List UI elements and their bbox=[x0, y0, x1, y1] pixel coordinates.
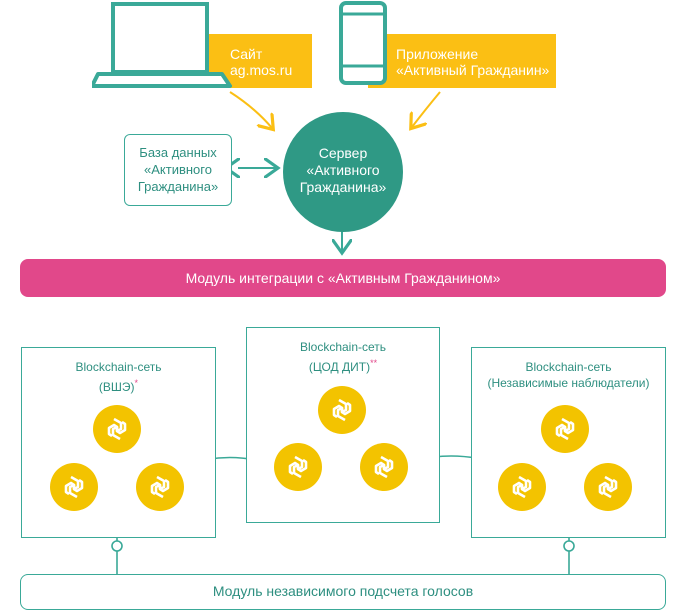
database-line-1: База данных bbox=[139, 145, 217, 160]
server-line-2: «Активного bbox=[306, 162, 380, 178]
network-1-line-2: (ВШЭ) bbox=[98, 380, 135, 394]
network-title-2: Blockchain-сеть (ЦОД ДИТ)** bbox=[246, 339, 440, 375]
server-node: Сервер «Активного Гражданина» bbox=[283, 112, 403, 232]
server-line-3: Гражданина» bbox=[299, 179, 387, 195]
app-title: Приложение bbox=[396, 46, 479, 62]
arrow-app-to-server bbox=[412, 91, 441, 127]
network-1-line-1: Blockchain-сеть bbox=[75, 360, 162, 374]
network-2-line-2: (ЦОД ДИТ) bbox=[308, 360, 371, 374]
database-line-2: «Активного bbox=[144, 162, 212, 177]
site-title: Сайт bbox=[230, 46, 263, 62]
network-2-footnote-mark: ** bbox=[370, 358, 378, 368]
network-3-line-1: Blockchain-сеть bbox=[525, 360, 612, 374]
app-name: «Активный Гражданин» bbox=[396, 62, 550, 78]
counting-module-bar: Модуль независимого подсчета голосов bbox=[20, 574, 666, 610]
network-title-1: Blockchain-сеть (ВШЭ)* bbox=[21, 359, 216, 395]
blockchain-node-icon bbox=[498, 463, 546, 511]
laptop-icon bbox=[92, 2, 232, 88]
blockchain-node-icon bbox=[50, 463, 98, 511]
blockchain-node-icon bbox=[318, 386, 366, 434]
blockchain-node-icon bbox=[274, 443, 322, 491]
network-title-3: Blockchain-сеть (Независимые наблюдатели… bbox=[471, 359, 666, 391]
blockchain-node-icon bbox=[584, 463, 632, 511]
blockchain-node-icon bbox=[541, 405, 589, 453]
integration-module-bar: Модуль интеграции с «Активным Гражданино… bbox=[20, 259, 666, 297]
app-label-box: Приложение «Активный Гражданин» bbox=[368, 34, 556, 88]
integration-module-label: Модуль интеграции с «Активным Гражданино… bbox=[185, 270, 501, 286]
blockchain-node-icon bbox=[360, 443, 408, 491]
network-1-footnote-mark: * bbox=[134, 378, 139, 388]
blockchain-node-icon bbox=[136, 463, 184, 511]
database-line-3: Гражданина» bbox=[137, 179, 219, 194]
server-line-1: Сервер bbox=[318, 145, 368, 161]
site-url: ag.mos.ru bbox=[230, 62, 293, 78]
smartphone-icon bbox=[339, 1, 387, 85]
network-3-line-2: (Независимые наблюдатели) bbox=[487, 376, 650, 390]
database-box: База данных «Активного Гражданина» bbox=[124, 134, 232, 206]
counting-module-label: Модуль независимого подсчета голосов bbox=[212, 583, 474, 599]
junction-right bbox=[563, 540, 575, 552]
blockchain-node-icon bbox=[93, 405, 141, 453]
junction-left bbox=[111, 540, 123, 552]
network-2-line-1: Blockchain-сеть bbox=[299, 340, 387, 354]
arrow-site-to-server bbox=[229, 91, 272, 128]
site-label-box: Сайт ag.mos.ru bbox=[208, 34, 312, 88]
